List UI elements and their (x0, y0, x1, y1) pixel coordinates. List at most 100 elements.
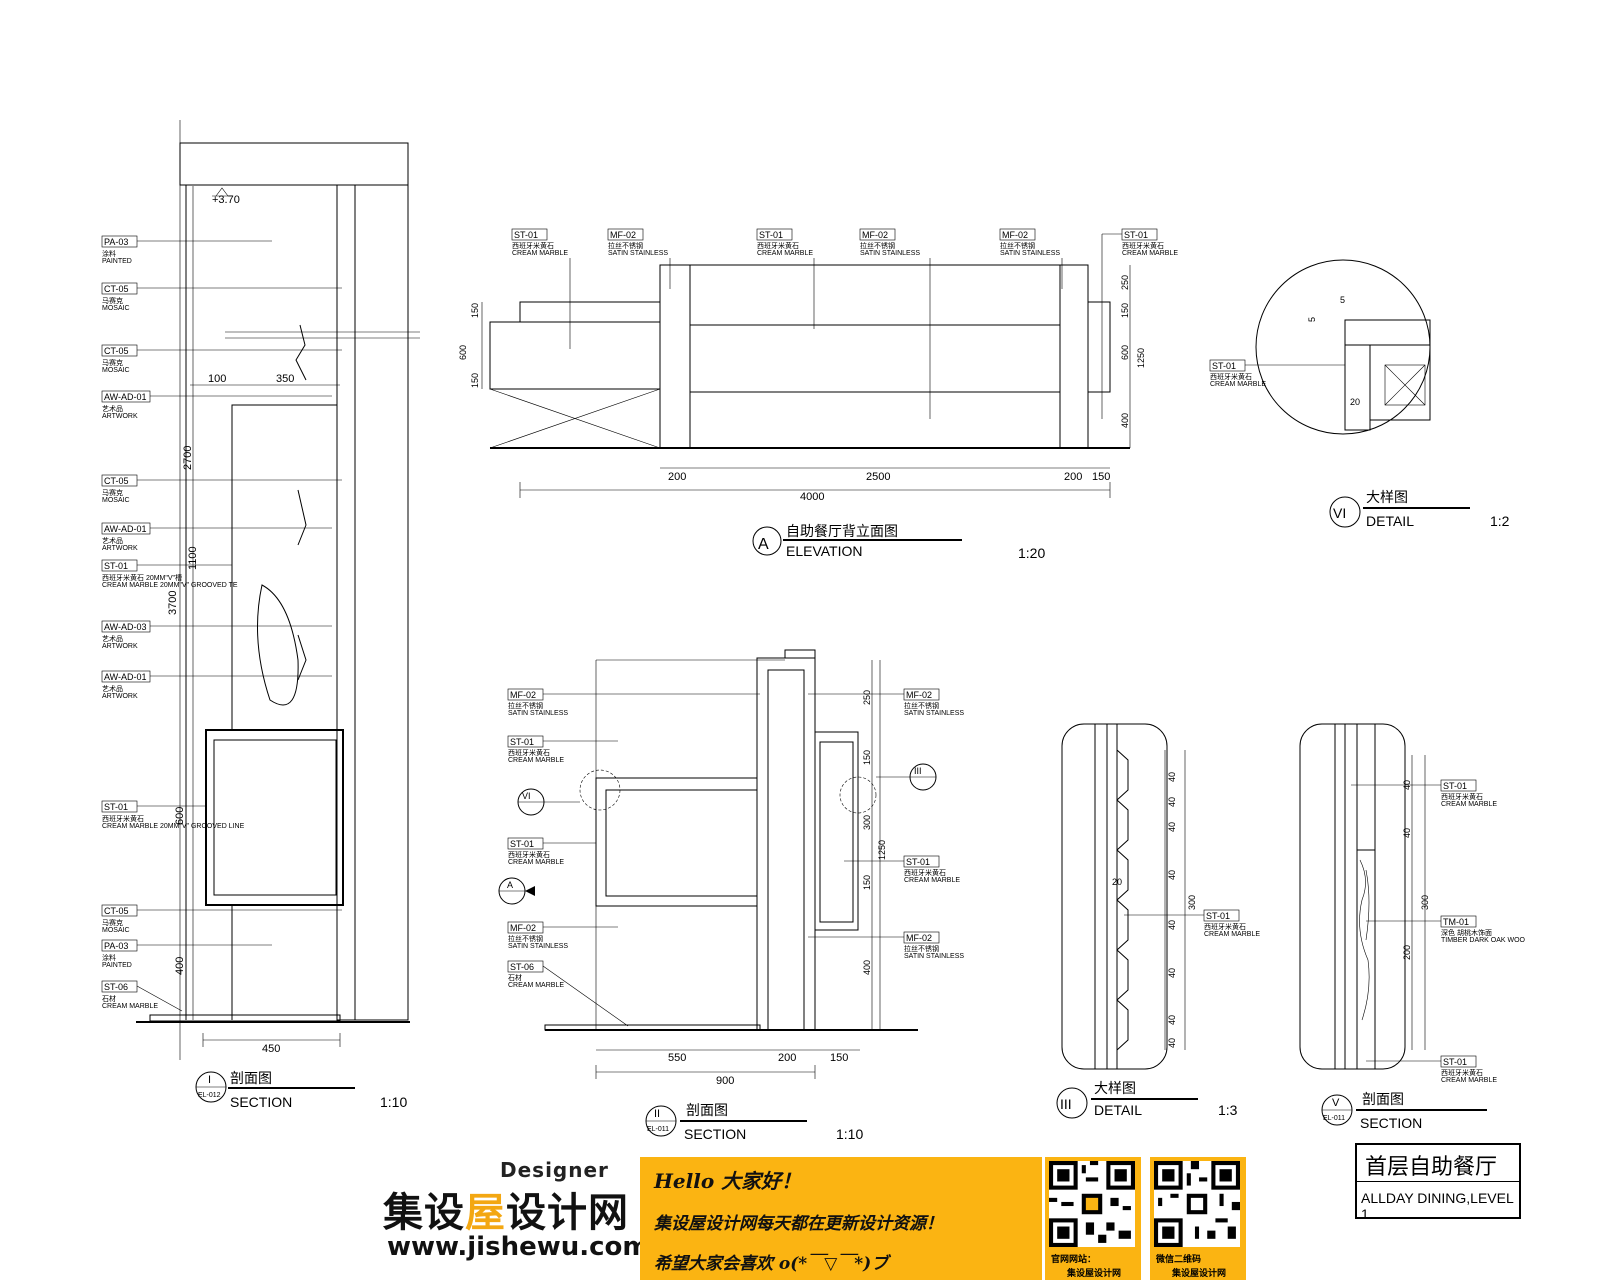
svg-text:300: 300 (1187, 895, 1197, 910)
svg-text:马赛克: 马赛克 (102, 488, 123, 497)
svg-text:马赛克: 马赛克 (102, 918, 123, 927)
svg-text:ST-06: ST-06 (510, 962, 534, 972)
svg-text:ST-01: ST-01 (510, 839, 534, 849)
svg-text:剖面图: 剖面图 (230, 1070, 272, 1086)
wall-finish (336, 184, 356, 1021)
svg-text:大样图: 大样图 (1366, 489, 1408, 505)
elev-post-1 (659, 264, 691, 449)
qr-wechat-panel: 微信二维码 集设屋设计网 (1150, 1157, 1246, 1280)
svg-text:400: 400 (174, 957, 186, 975)
svg-text:TIMBER DARK OAK WOO: TIMBER DARK OAK WOO (1441, 937, 1526, 944)
svg-text:SATIN STAINLESS: SATIN STAINLESS (904, 710, 964, 717)
svg-text:150: 150 (1120, 303, 1130, 318)
svg-text:CREAM MARBLE: CREAM MARBLE (508, 859, 564, 866)
section-v-boundary (1299, 723, 1406, 1070)
svg-text:400: 400 (862, 960, 872, 975)
svg-text:西班牙米黄石: 西班牙米黄石 (1122, 241, 1164, 250)
svg-text:5: 5 (1307, 317, 1317, 322)
qr-code-icon[interactable] (1154, 1161, 1240, 1247)
svg-text:剖面图: 剖面图 (1362, 1091, 1404, 1107)
banner-line-1: Hello 大家好！ (654, 1169, 802, 1193)
svg-text:2700: 2700 (182, 446, 194, 470)
elev-center-panel (689, 324, 1061, 393)
title-block: 首层自助餐厅 ALLDAY DINING,LEVEL 1 (1355, 1143, 1521, 1222)
svg-text:CREAM MARBLE: CREAM MARBLE (508, 982, 564, 989)
svg-text:250: 250 (862, 690, 872, 705)
svg-text:MOSAIC: MOSAIC (102, 497, 130, 504)
svg-text:CT-05: CT-05 (104, 476, 129, 486)
level-marker (215, 187, 229, 197)
logo-designer-text: Designer (500, 1158, 609, 1182)
svg-text:40: 40 (1167, 1038, 1177, 1048)
svg-text:艺术品: 艺术品 (102, 404, 123, 413)
svg-text:MOSAIC: MOSAIC (102, 927, 130, 934)
svg-text:ST-01: ST-01 (1443, 781, 1467, 791)
svg-text:600: 600 (174, 807, 186, 825)
svg-text:深色 胡桃木饰面: 深色 胡桃木饰面 (1441, 928, 1492, 937)
svg-text:艺术品: 艺术品 (102, 536, 123, 545)
elev-right-block (1087, 301, 1111, 393)
svg-text:SECTION: SECTION (230, 1094, 292, 1110)
artwork-mark-2 (297, 634, 307, 681)
svg-text:250: 250 (1120, 275, 1130, 290)
svg-text:CREAM MARBLE: CREAM MARBLE (757, 250, 813, 257)
wall-slab (354, 184, 409, 1021)
svg-text:SATIN STAINLESS: SATIN STAINLESS (508, 943, 568, 950)
logo-url[interactable]: www.jishewu.com (387, 1232, 650, 1262)
svg-text:600: 600 (1120, 345, 1130, 360)
svg-text:AW-AD-01: AW-AD-01 (104, 672, 147, 682)
banner-line-2: 集设屋设计网每天都在更新设计资源！ (654, 1214, 943, 1234)
svg-text:ST-06: ST-06 (104, 982, 128, 992)
svg-text:PA-03: PA-03 (104, 941, 128, 951)
svg-text:EL-011: EL-011 (1323, 1115, 1345, 1122)
svg-text:西班牙米黄石: 西班牙米黄石 (1210, 372, 1252, 381)
section-ii-callouts: VI III A (498, 763, 937, 905)
svg-text:ST-01: ST-01 (514, 230, 538, 240)
svg-text:AW-AD-03: AW-AD-03 (104, 622, 147, 632)
svg-text:200: 200 (1402, 945, 1412, 960)
svg-text:MF-02: MF-02 (1002, 230, 1028, 240)
svg-text:600: 600 (458, 345, 468, 360)
svg-text:ST-01: ST-01 (104, 802, 128, 812)
svg-text:AW-AD-01: AW-AD-01 (104, 524, 147, 534)
svg-text:VI: VI (522, 791, 531, 801)
elev-top-slab-left (519, 301, 661, 323)
svg-text:TM-01: TM-01 (1443, 917, 1469, 927)
svg-text:艺术品: 艺术品 (102, 634, 123, 643)
svg-text:CREAM MARBLE: CREAM MARBLE (904, 877, 960, 884)
svg-text:MF-02: MF-02 (906, 933, 932, 943)
svg-text:1100: 1100 (187, 546, 199, 570)
svg-text:拉丝不锈钢: 拉丝不锈钢 (904, 701, 939, 710)
svg-text:1:10: 1:10 (836, 1126, 863, 1142)
svg-text:涂料: 涂料 (102, 953, 116, 962)
banner-line-3: 希望大家会喜欢 o(*￣▽￣*)ブ (654, 1254, 889, 1274)
svg-text:西班牙米黄石: 西班牙米黄石 (1204, 922, 1246, 931)
svg-text:I: I (208, 1074, 211, 1086)
svg-text:400: 400 (1120, 413, 1130, 428)
svg-text:马赛克: 马赛克 (102, 296, 123, 305)
svg-text:ST-01: ST-01 (759, 230, 783, 240)
svg-text:MF-02: MF-02 (610, 230, 636, 240)
svg-text:MOSAIC: MOSAIC (102, 367, 130, 374)
svg-text:5: 5 (1340, 295, 1345, 305)
svg-text:SECTION: SECTION (684, 1126, 746, 1142)
svg-text:西班牙米黄石 20MM"V"槽: 西班牙米黄石 20MM"V"槽 (102, 573, 182, 582)
detail-iii-title: III 大样图 DETAIL 1:3 (1056, 1080, 1238, 1119)
svg-text:CREAM MARBLE 20MM"V" GROOVED T: CREAM MARBLE 20MM"V" GROOVED TE (102, 582, 238, 589)
svg-text:300: 300 (862, 815, 872, 830)
qr-code-icon[interactable] (1049, 1161, 1135, 1247)
svg-text:拉丝不锈钢: 拉丝不锈钢 (608, 241, 643, 250)
svg-text:SATIN STAINLESS: SATIN STAINLESS (608, 250, 668, 257)
svg-text:MF-02: MF-02 (906, 690, 932, 700)
svg-text:40: 40 (1167, 870, 1177, 880)
svg-text:40: 40 (1167, 968, 1177, 978)
svg-text:西班牙米黄石: 西班牙米黄石 (102, 814, 144, 823)
svg-text:拉丝不锈钢: 拉丝不锈钢 (508, 934, 543, 943)
svg-text:ST-01: ST-01 (1212, 361, 1236, 371)
svg-text:涂料: 涂料 (102, 249, 116, 258)
